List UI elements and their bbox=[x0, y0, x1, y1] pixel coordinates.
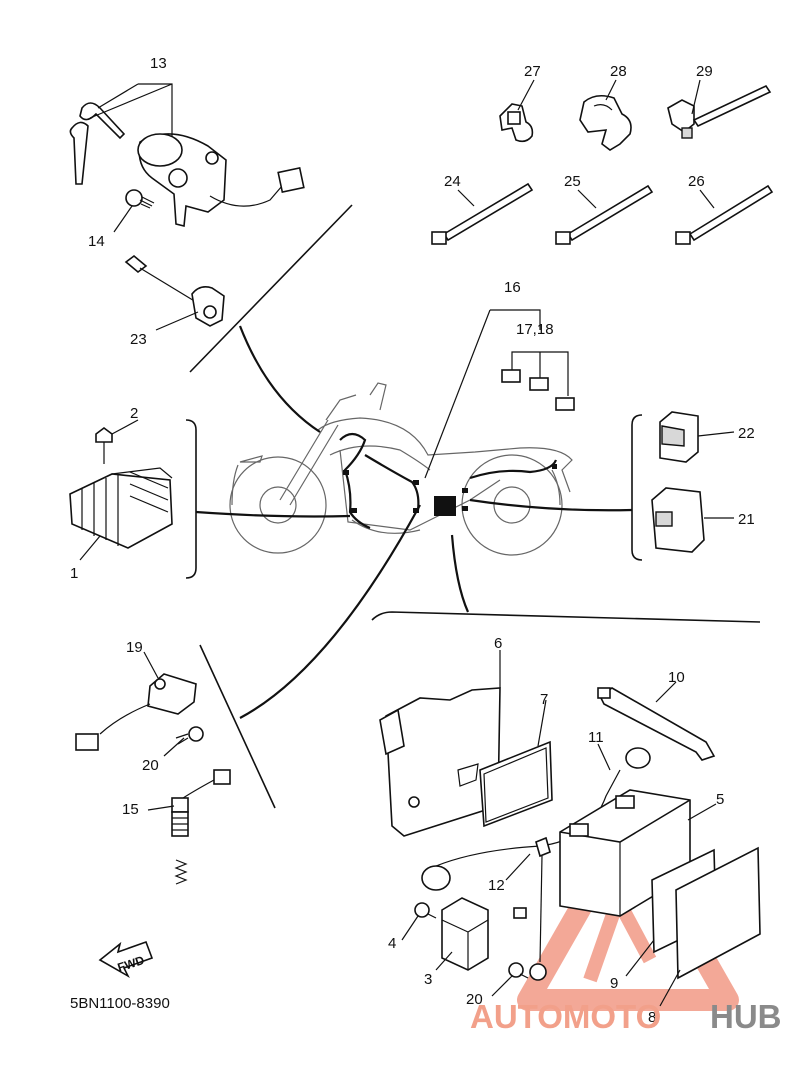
callout-27: 27 bbox=[524, 63, 541, 80]
leader-16 bbox=[490, 309, 541, 330]
callout-1: 1 bbox=[70, 565, 78, 582]
section-bracket-left bbox=[185, 419, 197, 579]
callout-25: 25 bbox=[564, 173, 581, 190]
part-27-clamp bbox=[499, 103, 534, 143]
callout-2: 2 bbox=[130, 405, 138, 422]
callout-26: 26 bbox=[688, 173, 705, 190]
fwd-arrow-icon: FWD bbox=[98, 940, 154, 979]
part-4-screw bbox=[414, 902, 437, 919]
part-1-rectifier bbox=[69, 467, 173, 549]
part-8-panel bbox=[675, 846, 761, 980]
callout-29: 29 bbox=[696, 63, 713, 80]
callout-16: 16 bbox=[504, 279, 521, 296]
watermark-text-part2: HUB bbox=[710, 998, 782, 1035]
part-10-band bbox=[597, 687, 716, 761]
section-bracket-bottom bbox=[371, 611, 761, 623]
watermark-text: AUTOMOTO HUB bbox=[470, 998, 782, 1035]
callout-leaders bbox=[79, 79, 735, 1007]
part-28-clamp bbox=[579, 94, 632, 151]
callout-10: 10 bbox=[668, 669, 685, 686]
callout-5: 5 bbox=[716, 791, 724, 808]
part-3-relay bbox=[441, 897, 489, 971]
callout-12: 12 bbox=[488, 877, 505, 894]
callout-8: 8 bbox=[648, 1009, 656, 1026]
callout-3: 3 bbox=[424, 971, 432, 988]
leader-wire-sensor bbox=[239, 504, 421, 719]
part-20-screw-b bbox=[508, 962, 529, 979]
part-20-screw-a bbox=[175, 726, 204, 745]
leader-wire-battery bbox=[450, 534, 470, 613]
callout-14: 14 bbox=[88, 233, 105, 250]
callout-15: 15 bbox=[122, 801, 139, 818]
callout-20-b: 20 bbox=[466, 991, 483, 1008]
callout-6: 6 bbox=[494, 635, 502, 652]
leader-wire-rectifier bbox=[195, 510, 351, 518]
callout-17-18: 17,18 bbox=[516, 321, 554, 338]
diagram-code: 5BN1100-8390 bbox=[70, 995, 170, 1012]
section-bracket-top-left bbox=[189, 204, 353, 373]
part-19-sensor bbox=[75, 673, 197, 751]
part-24-cable-tie bbox=[431, 182, 534, 245]
callout-23: 23 bbox=[130, 331, 147, 348]
leader-line-fuse bbox=[424, 309, 491, 479]
callout-4: 4 bbox=[388, 935, 396, 952]
part-6-battery-box bbox=[379, 687, 501, 837]
watermark-text-part1: AUTOMOTO bbox=[470, 998, 661, 1035]
callout-20-a: 20 bbox=[142, 757, 159, 774]
part-2-bolt bbox=[95, 427, 113, 464]
part-22-relay bbox=[659, 411, 699, 463]
leader-wire-ignition bbox=[238, 325, 321, 433]
callout-11: 11 bbox=[588, 729, 604, 746]
part-7-panel bbox=[479, 740, 553, 828]
leader-wire-relay bbox=[469, 498, 633, 512]
callout-24: 24 bbox=[444, 173, 461, 190]
part-21-relay bbox=[651, 487, 705, 553]
callout-9: 9 bbox=[610, 975, 618, 992]
part-14-screw bbox=[125, 189, 155, 209]
motorcycle-silhouette bbox=[229, 382, 573, 556]
callout-28: 28 bbox=[610, 63, 627, 80]
part-17-18-fuses bbox=[501, 351, 575, 411]
callout-19: 19 bbox=[126, 639, 143, 656]
callout-22: 22 bbox=[738, 425, 755, 442]
part-15-switch bbox=[171, 769, 231, 885]
part-12-cable bbox=[513, 836, 551, 981]
callout-21: 21 bbox=[738, 511, 755, 528]
part-23-sensor bbox=[124, 254, 225, 327]
callout-7: 7 bbox=[540, 691, 548, 708]
callout-13: 13 bbox=[150, 55, 167, 72]
section-bracket-right bbox=[631, 414, 643, 561]
part-26-cable-tie bbox=[675, 184, 774, 245]
part-25-cable-tie bbox=[555, 184, 654, 245]
section-bracket-lower-left bbox=[199, 644, 276, 809]
part-13-main-switch bbox=[69, 102, 305, 228]
key-icon bbox=[69, 102, 126, 185]
part-29-clamp bbox=[667, 84, 772, 139]
